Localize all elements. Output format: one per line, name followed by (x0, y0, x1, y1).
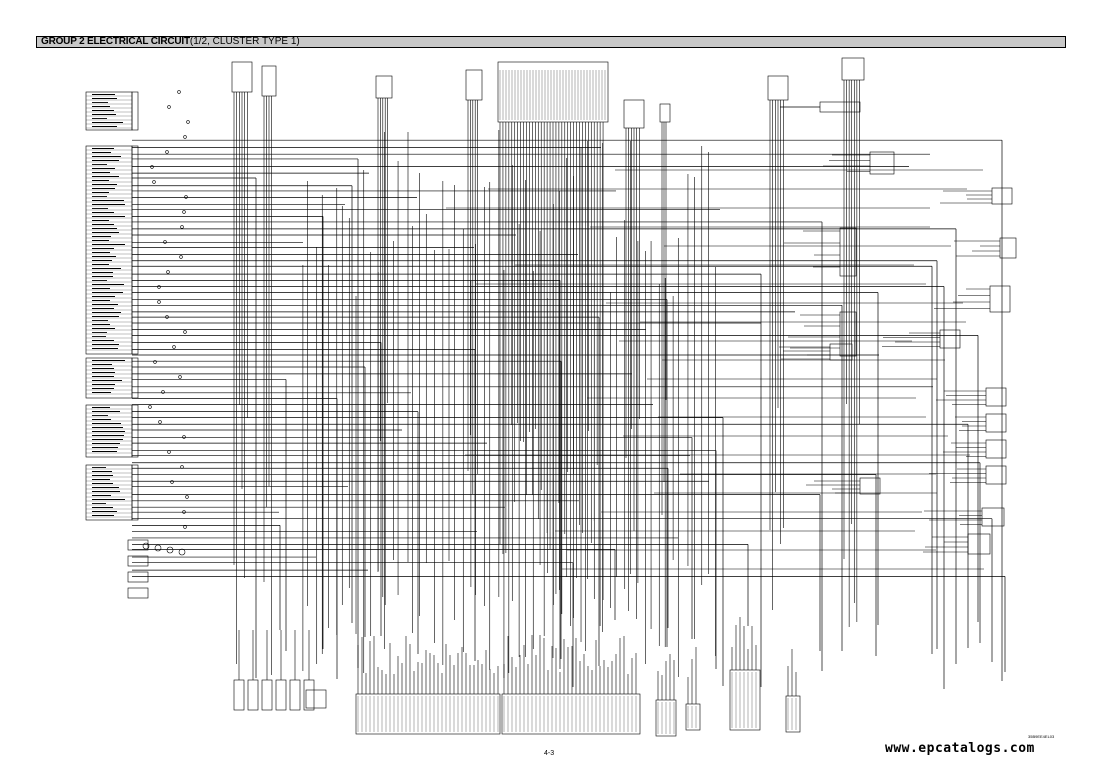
component-box (989, 285, 1011, 313)
diagram-subtitle: (1/2, CLUSTER TYPE 1) (189, 36, 300, 47)
component-box (275, 679, 287, 711)
terminal-symbol (178, 375, 182, 379)
connector-block (85, 404, 133, 458)
component-box (869, 151, 895, 175)
diagram-title-bar: GROUP 2 ELECTRICAL CIRCUIT(1/2, CLUSTER … (36, 36, 1066, 48)
terminal-symbol (161, 390, 165, 394)
connector-pins (131, 404, 139, 458)
connector-block (655, 699, 677, 737)
terminal-symbol (148, 405, 152, 409)
terminal-symbol (165, 315, 169, 319)
terminal-symbol (170, 480, 174, 484)
ground-symbol (142, 542, 150, 550)
terminal-symbol (165, 150, 169, 154)
component-box (289, 679, 301, 711)
terminal-symbol (167, 105, 171, 109)
component-box (985, 465, 1007, 485)
drawing-code: 35B9EE4EL03 (1028, 734, 1055, 739)
component-box (859, 477, 881, 495)
terminal-symbol (157, 285, 161, 289)
watermark-text: www.epcatalogs.com (885, 741, 1035, 756)
terminal-symbol (163, 240, 167, 244)
connector-pins (131, 464, 139, 521)
component-box (659, 103, 671, 123)
switch-symbol (127, 571, 149, 583)
terminal-symbol (157, 300, 161, 304)
connector-block (785, 695, 801, 733)
connector-block (501, 693, 641, 735)
component-box (967, 533, 991, 555)
terminal-symbol (180, 225, 184, 229)
terminal-symbol (150, 165, 154, 169)
component-symbols (127, 57, 1017, 711)
connector-block (355, 693, 501, 735)
wire-bundle (132, 80, 1006, 704)
connector-pins (131, 357, 139, 399)
terminal-symbol (182, 210, 186, 214)
connector-block (85, 91, 133, 131)
component-box (233, 679, 245, 711)
component-box (261, 65, 277, 97)
terminal-symbol (184, 195, 188, 199)
connector-block (685, 703, 701, 731)
terminal-symbol (166, 270, 170, 274)
connector-block (729, 669, 761, 731)
terminal-symbol (182, 435, 186, 439)
connector-blocks (85, 70, 801, 737)
component-box (231, 61, 253, 93)
component-box (767, 75, 789, 101)
component-box (841, 57, 865, 81)
terminal-symbol (172, 345, 176, 349)
component-box (991, 187, 1013, 205)
terminal-symbol (177, 90, 181, 94)
battery-symbol (819, 101, 861, 113)
component-box (497, 61, 609, 123)
ground-symbol (166, 546, 174, 554)
connector-pins (131, 91, 139, 131)
component-box (305, 689, 327, 709)
switch-symbol (127, 539, 149, 551)
page-number: 4-3 (544, 750, 555, 757)
component-box (839, 311, 857, 357)
ground-symbol (178, 548, 186, 556)
connector-pins (131, 145, 139, 355)
terminal-symbol (167, 450, 171, 454)
component-box (303, 679, 315, 711)
component-box (465, 69, 483, 101)
component-box (375, 75, 393, 99)
component-box (829, 343, 853, 361)
component-box (839, 227, 857, 277)
terminal-symbol (183, 525, 187, 529)
component-box (981, 507, 1005, 527)
component-box (985, 413, 1007, 433)
terminal-symbol (185, 495, 189, 499)
terminal-symbol (183, 330, 187, 334)
component-box (247, 679, 259, 711)
switch-symbol (127, 587, 149, 599)
ground-symbol (154, 544, 162, 552)
component-box (985, 439, 1007, 459)
terminal-symbol (180, 465, 184, 469)
terminal-symbol (153, 360, 157, 364)
terminal-symbol (158, 420, 162, 424)
terminal-symbol (179, 255, 183, 259)
component-box (985, 387, 1007, 407)
switch-symbol (127, 555, 149, 567)
terminal-symbol (182, 510, 186, 514)
terminal-symbol (152, 180, 156, 184)
diagram-title: GROUP 2 ELECTRICAL CIRCUIT (41, 36, 190, 47)
component-box (999, 237, 1017, 259)
component-box (939, 329, 961, 349)
terminal-symbol (186, 120, 190, 124)
component-box (261, 679, 273, 711)
component-box (623, 99, 645, 129)
terminal-symbol (183, 135, 187, 139)
